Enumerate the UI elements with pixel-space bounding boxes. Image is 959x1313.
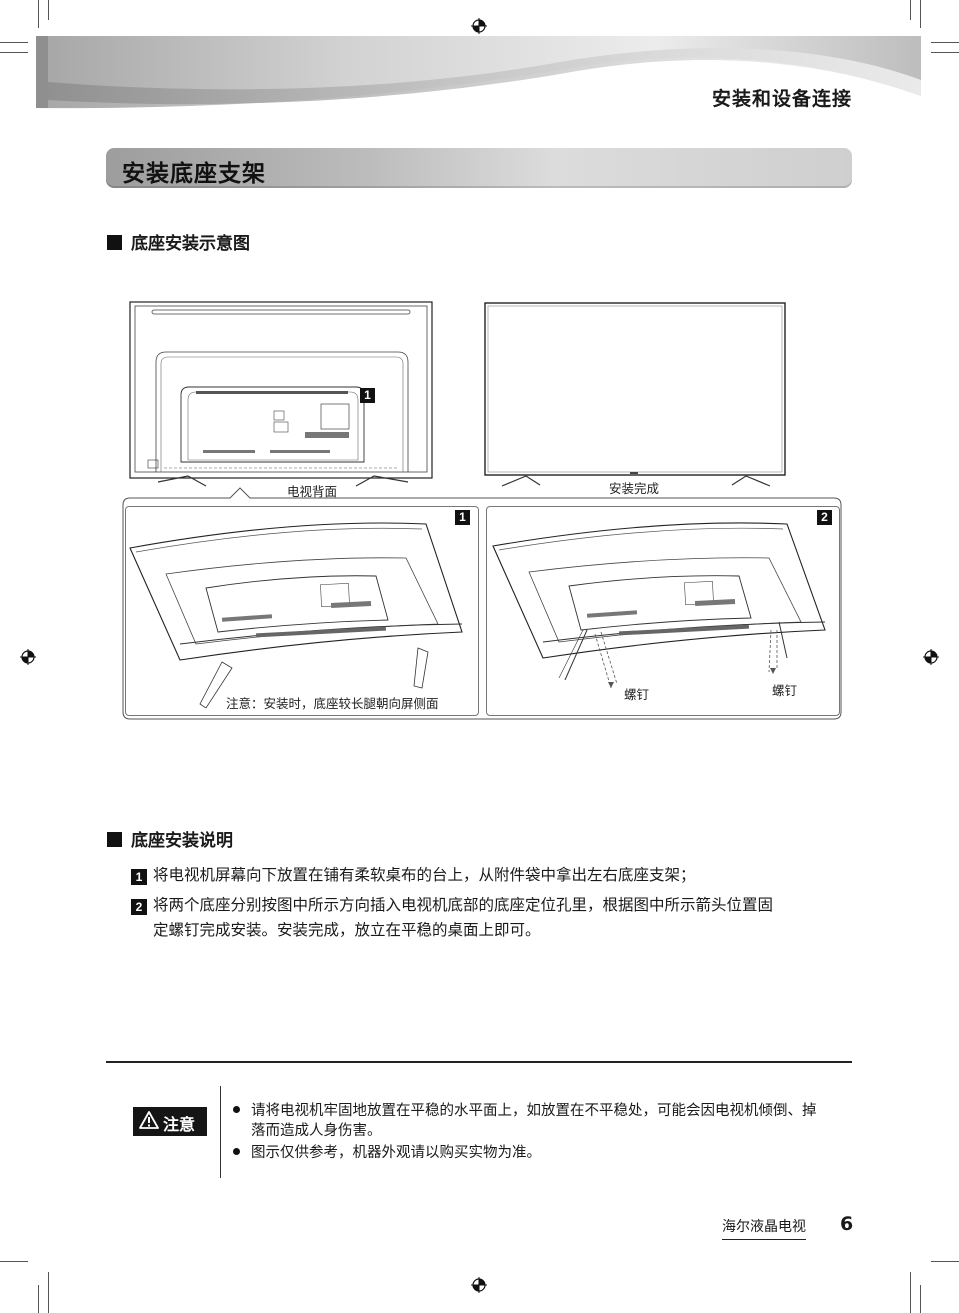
square-bullet-icon bbox=[107, 832, 122, 847]
tv-facedown-step1-illustration bbox=[129, 522, 463, 709]
step-badge-2: 2 bbox=[817, 510, 832, 525]
instruction-step-2: 2 将两个底座分别按图中所示方向插入电视机底部的底座定位孔里，根据图中所示箭头位置… bbox=[131, 893, 851, 943]
step-text-continued: 定螺钉完成安装。安装完成，放立在平稳的桌面上即可。 bbox=[153, 921, 541, 939]
registration-mark-icon bbox=[20, 649, 36, 665]
registration-mark-icon bbox=[923, 649, 939, 665]
caution-note-2: 图示仅供参考，机器外观请以购买实物为准。 bbox=[233, 1143, 853, 1163]
bullet-dot-icon bbox=[233, 1106, 240, 1113]
section-divider bbox=[106, 1061, 852, 1063]
install-done-label: 安装完成 bbox=[609, 481, 660, 496]
step-badge-1: 1 bbox=[455, 510, 470, 525]
section-header: 安装和设备连接 bbox=[711, 88, 852, 110]
tv-back-label: 电视背面 bbox=[287, 484, 338, 499]
page-number: 6 bbox=[840, 1213, 854, 1235]
callout-badge-1: 1 bbox=[360, 388, 375, 403]
note-text: 图示仅供参考，机器外观请以购买实物为准。 bbox=[251, 1145, 541, 1161]
page-title: 安装底座支架 bbox=[122, 161, 266, 187]
caution-label: 注意 bbox=[163, 1115, 196, 1134]
registration-mark-icon bbox=[471, 1277, 487, 1293]
diagram-heading-text: 底座安装示意图 bbox=[131, 234, 250, 254]
step-text: 将电视机屏幕向下放置在铺有柔软桌布的台上，从附件袋中拿出左右底座支架； bbox=[153, 866, 696, 884]
page-title-bar: 安装底座支架 bbox=[106, 148, 852, 188]
note-text: 请将电视机牢固地放置在平稳的水平面上，如放置在不平稳处，可能会因电视机倾倒、掉 bbox=[251, 1103, 817, 1119]
tv-back-illustration bbox=[129, 301, 433, 487]
instructions-heading: 底座安装说明 bbox=[107, 826, 233, 851]
registration-mark-icon bbox=[471, 18, 487, 34]
step-number-badge: 1 bbox=[131, 869, 147, 885]
caution-note-1: 请将电视机牢固地放置在平稳的水平面上，如放置在不平稳处，可能会因电视机倾倒、掉 … bbox=[233, 1101, 853, 1141]
caution-separator bbox=[220, 1086, 221, 1178]
screw-label-left: 螺钉 bbox=[624, 687, 650, 702]
footer-brand: 海尔液晶电视 bbox=[722, 1216, 806, 1240]
screw-label-right: 螺钉 bbox=[772, 683, 798, 698]
tv-front-illustration bbox=[484, 302, 786, 487]
note-text-continued: 落而造成人身伤害。 bbox=[251, 1123, 382, 1139]
header-band bbox=[36, 36, 921, 109]
tv-facedown-step2-illustration bbox=[492, 522, 826, 689]
step-text: 将两个底座分别按图中所示方向插入电视机底部的底座定位孔里，根据图中所示箭头位置固 bbox=[153, 896, 774, 914]
instructions-heading-text: 底座安装说明 bbox=[131, 831, 233, 851]
warning-triangle-icon bbox=[139, 1111, 159, 1129]
step-number-badge: 2 bbox=[131, 899, 147, 915]
instruction-step-1: 1 将电视机屏幕向下放置在铺有柔软桌布的台上，从附件袋中拿出左右底座支架； bbox=[131, 863, 851, 888]
square-bullet-icon bbox=[107, 235, 122, 250]
diagram-heading: 底座安装示意图 bbox=[107, 229, 250, 254]
callout-frame bbox=[122, 487, 842, 720]
install-note-label: 注意：安装时，底座较长腿朝向屏侧面 bbox=[226, 696, 439, 711]
bullet-dot-icon bbox=[233, 1148, 240, 1155]
caution-badge: 注意 bbox=[133, 1107, 207, 1136]
